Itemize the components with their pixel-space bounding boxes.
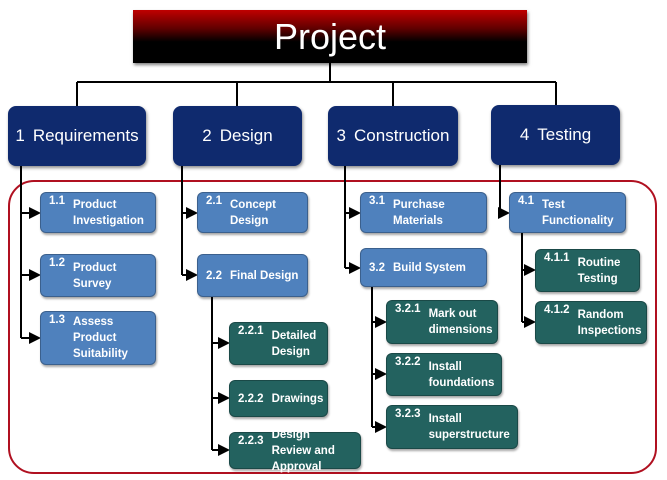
task-3-2-2[interactable]: 3.2.2 Install foundations: [386, 353, 502, 396]
task-1-3[interactable]: 1.3 Assess Product Suitability: [40, 311, 156, 365]
task-number: 4.1: [518, 195, 534, 207]
task-label: Detailed Design: [271, 329, 317, 358]
task-label: Install superstructure: [428, 413, 510, 441]
task-number: 2.1: [206, 195, 222, 207]
phase-requirements[interactable]: 1 Requirements: [8, 106, 146, 166]
task-number: 3.2.2: [395, 356, 421, 368]
task-4-1-2[interactable]: 4.1.2 Random Inspections: [535, 301, 647, 344]
task-number: 2.2.3: [238, 435, 264, 447]
task-3-2[interactable]: 3.2 Build System: [360, 248, 487, 287]
phase-construction[interactable]: 3 Construction: [328, 106, 458, 166]
phase-label: Construction: [354, 126, 450, 145]
task-label: Product Survey: [73, 261, 117, 290]
task-number: 3.2.1: [395, 303, 421, 315]
task-number: 1.1: [49, 195, 65, 207]
task-4-1-1[interactable]: 4.1.1 Routine Testing: [535, 249, 640, 292]
task-2-2[interactable]: 2.2 Final Design: [197, 254, 308, 297]
task-3-2-1[interactable]: 3.2.1 Mark out dimensions: [386, 300, 498, 344]
task-number: 2.2.1: [238, 325, 264, 337]
project-title: Project: [133, 10, 527, 63]
task-2-1[interactable]: 2.1 Concept Design: [197, 192, 308, 233]
task-number: 3.2.3: [395, 408, 421, 420]
task-label: Final Design: [230, 269, 299, 282]
task-number: 2.2: [206, 269, 222, 282]
phase-number: 2: [202, 126, 212, 145]
task-label: Mark out dimensions: [428, 308, 493, 336]
task-label: Random Inspections: [577, 308, 642, 337]
task-label: Purchase Materials: [393, 198, 445, 227]
task-label: Drawings: [271, 392, 324, 405]
task-3-1[interactable]: 3.1 Purchase Materials: [360, 192, 487, 233]
task-label: Install foundations: [428, 360, 495, 389]
task-label: Routine Testing: [577, 256, 621, 285]
task-2-2-2[interactable]: 2.2.2 Drawings: [229, 380, 328, 417]
task-2-2-3[interactable]: 2.2.3 Design Review and Approval: [229, 429, 361, 473]
task-label: Design Review and Approval: [271, 428, 335, 473]
phase-testing[interactable]: 4 Testing: [491, 105, 620, 165]
task-number: 1.3: [49, 314, 65, 326]
phase-number: 3: [336, 126, 347, 145]
subtask-frame: [8, 180, 657, 474]
task-label: Test Functionality: [542, 198, 614, 227]
task-4-1[interactable]: 4.1 Test Functionality: [509, 192, 626, 233]
task-number: 3.2: [369, 261, 385, 274]
task-2-2-1[interactable]: 2.2.1 Detailed Design: [229, 322, 328, 365]
phase-number: 1: [15, 126, 25, 145]
phase-label: Testing: [537, 125, 592, 144]
task-label: Assess Product Suitability: [73, 316, 128, 360]
task-number: 3.1: [369, 195, 385, 207]
task-number: 4.1.2: [544, 304, 570, 316]
task-number: 4.1.1: [544, 252, 570, 264]
phase-label: Design: [219, 126, 273, 145]
task-3-2-3[interactable]: 3.2.3 Install superstructure: [386, 405, 518, 449]
phase-design[interactable]: 2 Design: [173, 106, 302, 166]
phase-label: Requirements: [32, 126, 139, 145]
task-number: 2.2.2: [238, 392, 264, 405]
task-label: Build System: [393, 261, 466, 274]
task-label: Concept Design: [230, 198, 276, 227]
task-number: 1.2: [49, 257, 65, 269]
phase-number: 4: [519, 125, 530, 144]
task-1-2[interactable]: 1.2 Product Survey: [40, 254, 156, 297]
task-label: Product Investigation: [73, 198, 144, 227]
task-1-1[interactable]: 1.1 Product Investigation: [40, 192, 156, 233]
